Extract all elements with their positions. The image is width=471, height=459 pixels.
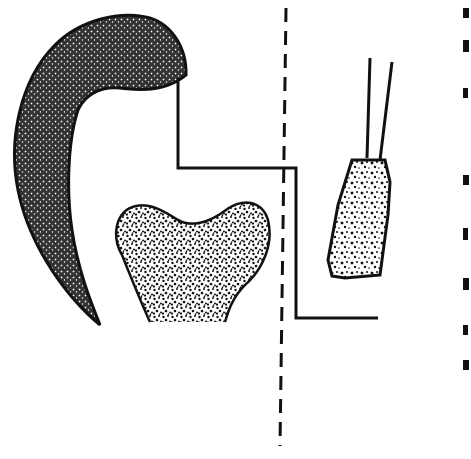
edge-marks (463, 8, 469, 370)
dashed-vertical-line (280, 8, 286, 446)
probe-wire-right (380, 62, 392, 160)
probe-body (328, 160, 390, 278)
joint-bone-shape (116, 203, 269, 322)
probe-wire-left (367, 58, 370, 158)
probe-instrument (328, 58, 392, 278)
